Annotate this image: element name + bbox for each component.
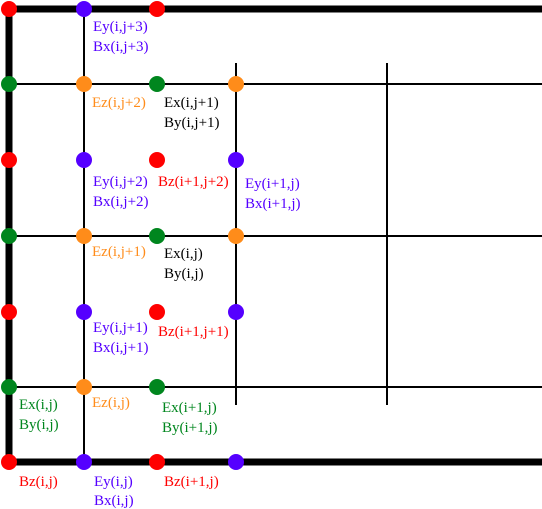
ex-by-node bbox=[1, 76, 17, 92]
ex-by-node bbox=[149, 76, 165, 92]
label-ez-i-j: Ez(i,j) bbox=[92, 395, 130, 411]
label-ey-i-j: Ey(i,j) bbox=[94, 474, 133, 490]
bz-node bbox=[1, 152, 17, 168]
label-bz-i1-j: Bz(i+1,j) bbox=[164, 474, 219, 490]
label-bx-i-j: Bx(i,j) bbox=[94, 493, 134, 509]
ez-node bbox=[76, 379, 92, 395]
label-ex-i-j-mid: Ex(i,j) bbox=[164, 246, 203, 262]
bz-node bbox=[149, 152, 165, 168]
ey-bx-node bbox=[76, 304, 92, 320]
label-ez-i-j2: Ez(i,j+2) bbox=[92, 95, 146, 111]
node-labels: Ey(i,j+3) Bx(i,j+3) Ez(i,j+2) Ex(i,j+1) … bbox=[19, 19, 301, 509]
label-ey-i-j1: Ey(i,j+1) bbox=[93, 320, 148, 336]
label-ex-i-j-left: Ex(i,j) bbox=[19, 397, 58, 413]
ey-bx-node bbox=[228, 304, 244, 320]
label-ex-i-j1: Ex(i,j+1) bbox=[164, 95, 219, 111]
ez-node bbox=[228, 76, 244, 92]
label-by-i1-j: By(i+1,j) bbox=[162, 420, 218, 436]
label-bz-i1-j1: Bz(i+1,j+1) bbox=[158, 324, 229, 340]
ex-by-node bbox=[1, 379, 17, 395]
ey-bx-node bbox=[76, 1, 92, 17]
label-ey-i1-j: Ey(i+1,j) bbox=[245, 176, 300, 192]
ey-bx-node bbox=[76, 454, 92, 470]
field-nodes bbox=[1, 1, 244, 470]
ey-bx-node bbox=[228, 454, 244, 470]
ez-node bbox=[76, 76, 92, 92]
bz-node bbox=[1, 1, 17, 17]
label-by-i-j-left: By(i,j) bbox=[19, 417, 59, 433]
bz-node bbox=[149, 304, 165, 320]
bz-node bbox=[1, 304, 17, 320]
bz-node bbox=[149, 454, 165, 470]
label-by-i-j1: By(i,j+1) bbox=[164, 115, 220, 131]
ez-node bbox=[228, 228, 244, 244]
label-bx-i-j1: Bx(i,j+1) bbox=[93, 340, 149, 356]
label-bx-i-j3: Bx(i,j+3) bbox=[93, 39, 149, 55]
label-ey-i-j2: Ey(i,j+2) bbox=[93, 174, 148, 190]
ex-by-node bbox=[1, 228, 17, 244]
label-ez-i-j1: Ez(i,j+1) bbox=[92, 244, 146, 260]
label-by-i-j-mid: By(i,j) bbox=[164, 266, 204, 282]
bz-node bbox=[149, 1, 165, 17]
label-ex-i1-j: Ex(i+1,j) bbox=[162, 400, 217, 416]
bz-node bbox=[1, 454, 17, 470]
ex-by-node bbox=[149, 379, 165, 395]
ez-node bbox=[76, 228, 92, 244]
ey-bx-node bbox=[76, 152, 92, 168]
label-bx-i1-j: Bx(i+1,j) bbox=[245, 196, 301, 212]
label-bx-i-j2: Bx(i,j+2) bbox=[93, 194, 149, 210]
label-bz-i-j: Bz(i,j) bbox=[19, 474, 58, 490]
label-ey-i-j3: Ey(i,j+3) bbox=[93, 19, 148, 35]
ey-bx-node bbox=[228, 152, 244, 168]
label-bz-i1-j2: Bz(i+1,j+2) bbox=[158, 174, 229, 190]
ex-by-node bbox=[149, 228, 165, 244]
